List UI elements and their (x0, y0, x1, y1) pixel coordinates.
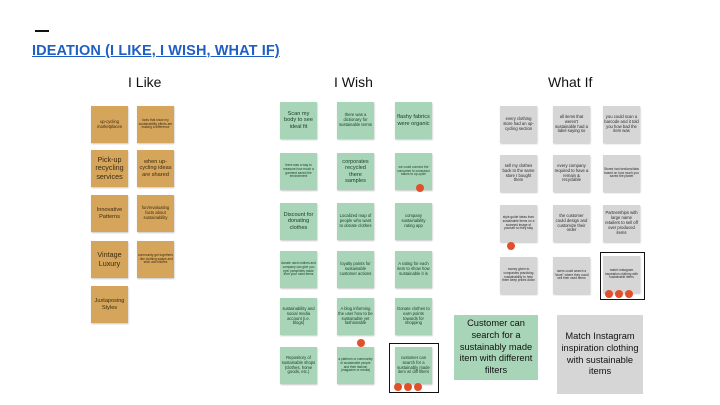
vote-dot (416, 184, 424, 192)
highlight-frame (389, 343, 439, 393)
highlight-frame (600, 252, 645, 300)
sticky-note[interactable]: loyalty points for sustainable customer … (337, 251, 374, 288)
vote-dot (615, 290, 623, 298)
vote-dot (357, 339, 365, 347)
sticky-note[interactable]: money given to companies practicing sust… (500, 257, 537, 294)
sticky-note[interactable]: there was a way to measure how much a ga… (280, 153, 317, 190)
sticky-note[interactable]: sustainability and social media account … (280, 298, 317, 335)
callout-instagram-match: Match Instagram inspiration clothing wit… (557, 315, 643, 394)
sticky-note[interactable]: Scan my body to see ideal fit (280, 102, 317, 139)
sticky-note[interactable]: we could connect the consumer to conscio… (395, 153, 432, 190)
sticky-note[interactable]: flashy fabrics were organic (395, 102, 432, 139)
sticky-note[interactable]: Vintage Luxury (91, 241, 128, 278)
sticky-note[interactable]: Localized map of people who want to dona… (337, 203, 374, 240)
vote-dot (394, 383, 402, 391)
column-header-i-like: I Like (128, 74, 162, 90)
sticky-note[interactable]: a platform or community of sustainable p… (337, 347, 374, 384)
sticky-note[interactable]: Donate clothes to earn points towards fo… (395, 298, 432, 335)
vote-dot (625, 290, 633, 298)
sticky-note[interactable]: community get togethers - like clothing … (137, 241, 174, 278)
vote-dot (404, 383, 412, 391)
sticky-note[interactable]: corporates recycled there samples (337, 153, 374, 190)
sticky-note[interactable]: Juxtaposing Styles (91, 286, 128, 323)
sticky-note[interactable]: you could scan a barcode and it told you… (603, 106, 640, 143)
sticky-note[interactable]: donate used clothes and company can give… (280, 251, 317, 288)
vote-dot (605, 290, 613, 298)
column-header-what-if: What If (548, 74, 593, 90)
sticky-note[interactable]: up-cycling marketplaces (91, 106, 128, 143)
sticky-note[interactable]: customer can search for a sustainably ma… (395, 347, 432, 384)
column-header-i-wish: I Wish (334, 74, 373, 90)
sticky-note[interactable]: Partnerships with large name retailers t… (603, 205, 640, 242)
vote-dot (507, 242, 515, 250)
sticky-note[interactable]: every clothing store had an up-cycling s… (500, 106, 537, 143)
sticky-note[interactable]: A blog informing the user how to be sust… (337, 298, 374, 335)
sticky-note[interactable]: all items that weren't sustainable had a… (553, 106, 590, 143)
sticky-note[interactable]: facts that show my sustainability effort… (137, 106, 174, 143)
sticky-note[interactable]: Innovative Patterns (91, 195, 128, 232)
sticky-note[interactable]: style-guide ideas from sustainable items… (500, 205, 537, 242)
sticky-note[interactable]: users could search a "store" where they … (553, 257, 590, 294)
sticky-note[interactable]: Pick-up recycling services (91, 150, 128, 187)
vote-dot (414, 383, 422, 391)
sticky-note[interactable]: match instagram inspiration clothing wit… (603, 256, 640, 293)
page-title: IDEATION (I LIKE, I WISH, WHAT IF) (32, 43, 280, 59)
callout-search-filters: Customer can search for a sustainably ma… (454, 315, 538, 380)
sticky-note[interactable]: there was a dictionary for sustainable t… (337, 102, 374, 139)
sticky-note[interactable]: the customer could design and customize … (553, 205, 590, 242)
sticky-note[interactable]: when up-cycling ideas are shared (137, 150, 174, 187)
sticky-note[interactable]: company sustainability rating app (395, 203, 432, 240)
sticky-note[interactable]: Stores had sections/tabs based on how mu… (603, 155, 640, 192)
sticky-note[interactable]: Discount for donating clothes (280, 203, 317, 240)
sticky-note[interactable]: sell my clothes back to the same store I… (500, 155, 537, 192)
title-dash (35, 30, 49, 32)
sticky-note[interactable]: fun/revaluating facts about sustainabili… (137, 195, 174, 232)
sticky-note[interactable]: every company required to have a remain … (553, 155, 590, 192)
sticky-note[interactable]: A rating for each item to show how susta… (395, 251, 432, 288)
sticky-note[interactable]: Repository of sustainable shops (clothes… (280, 347, 317, 384)
